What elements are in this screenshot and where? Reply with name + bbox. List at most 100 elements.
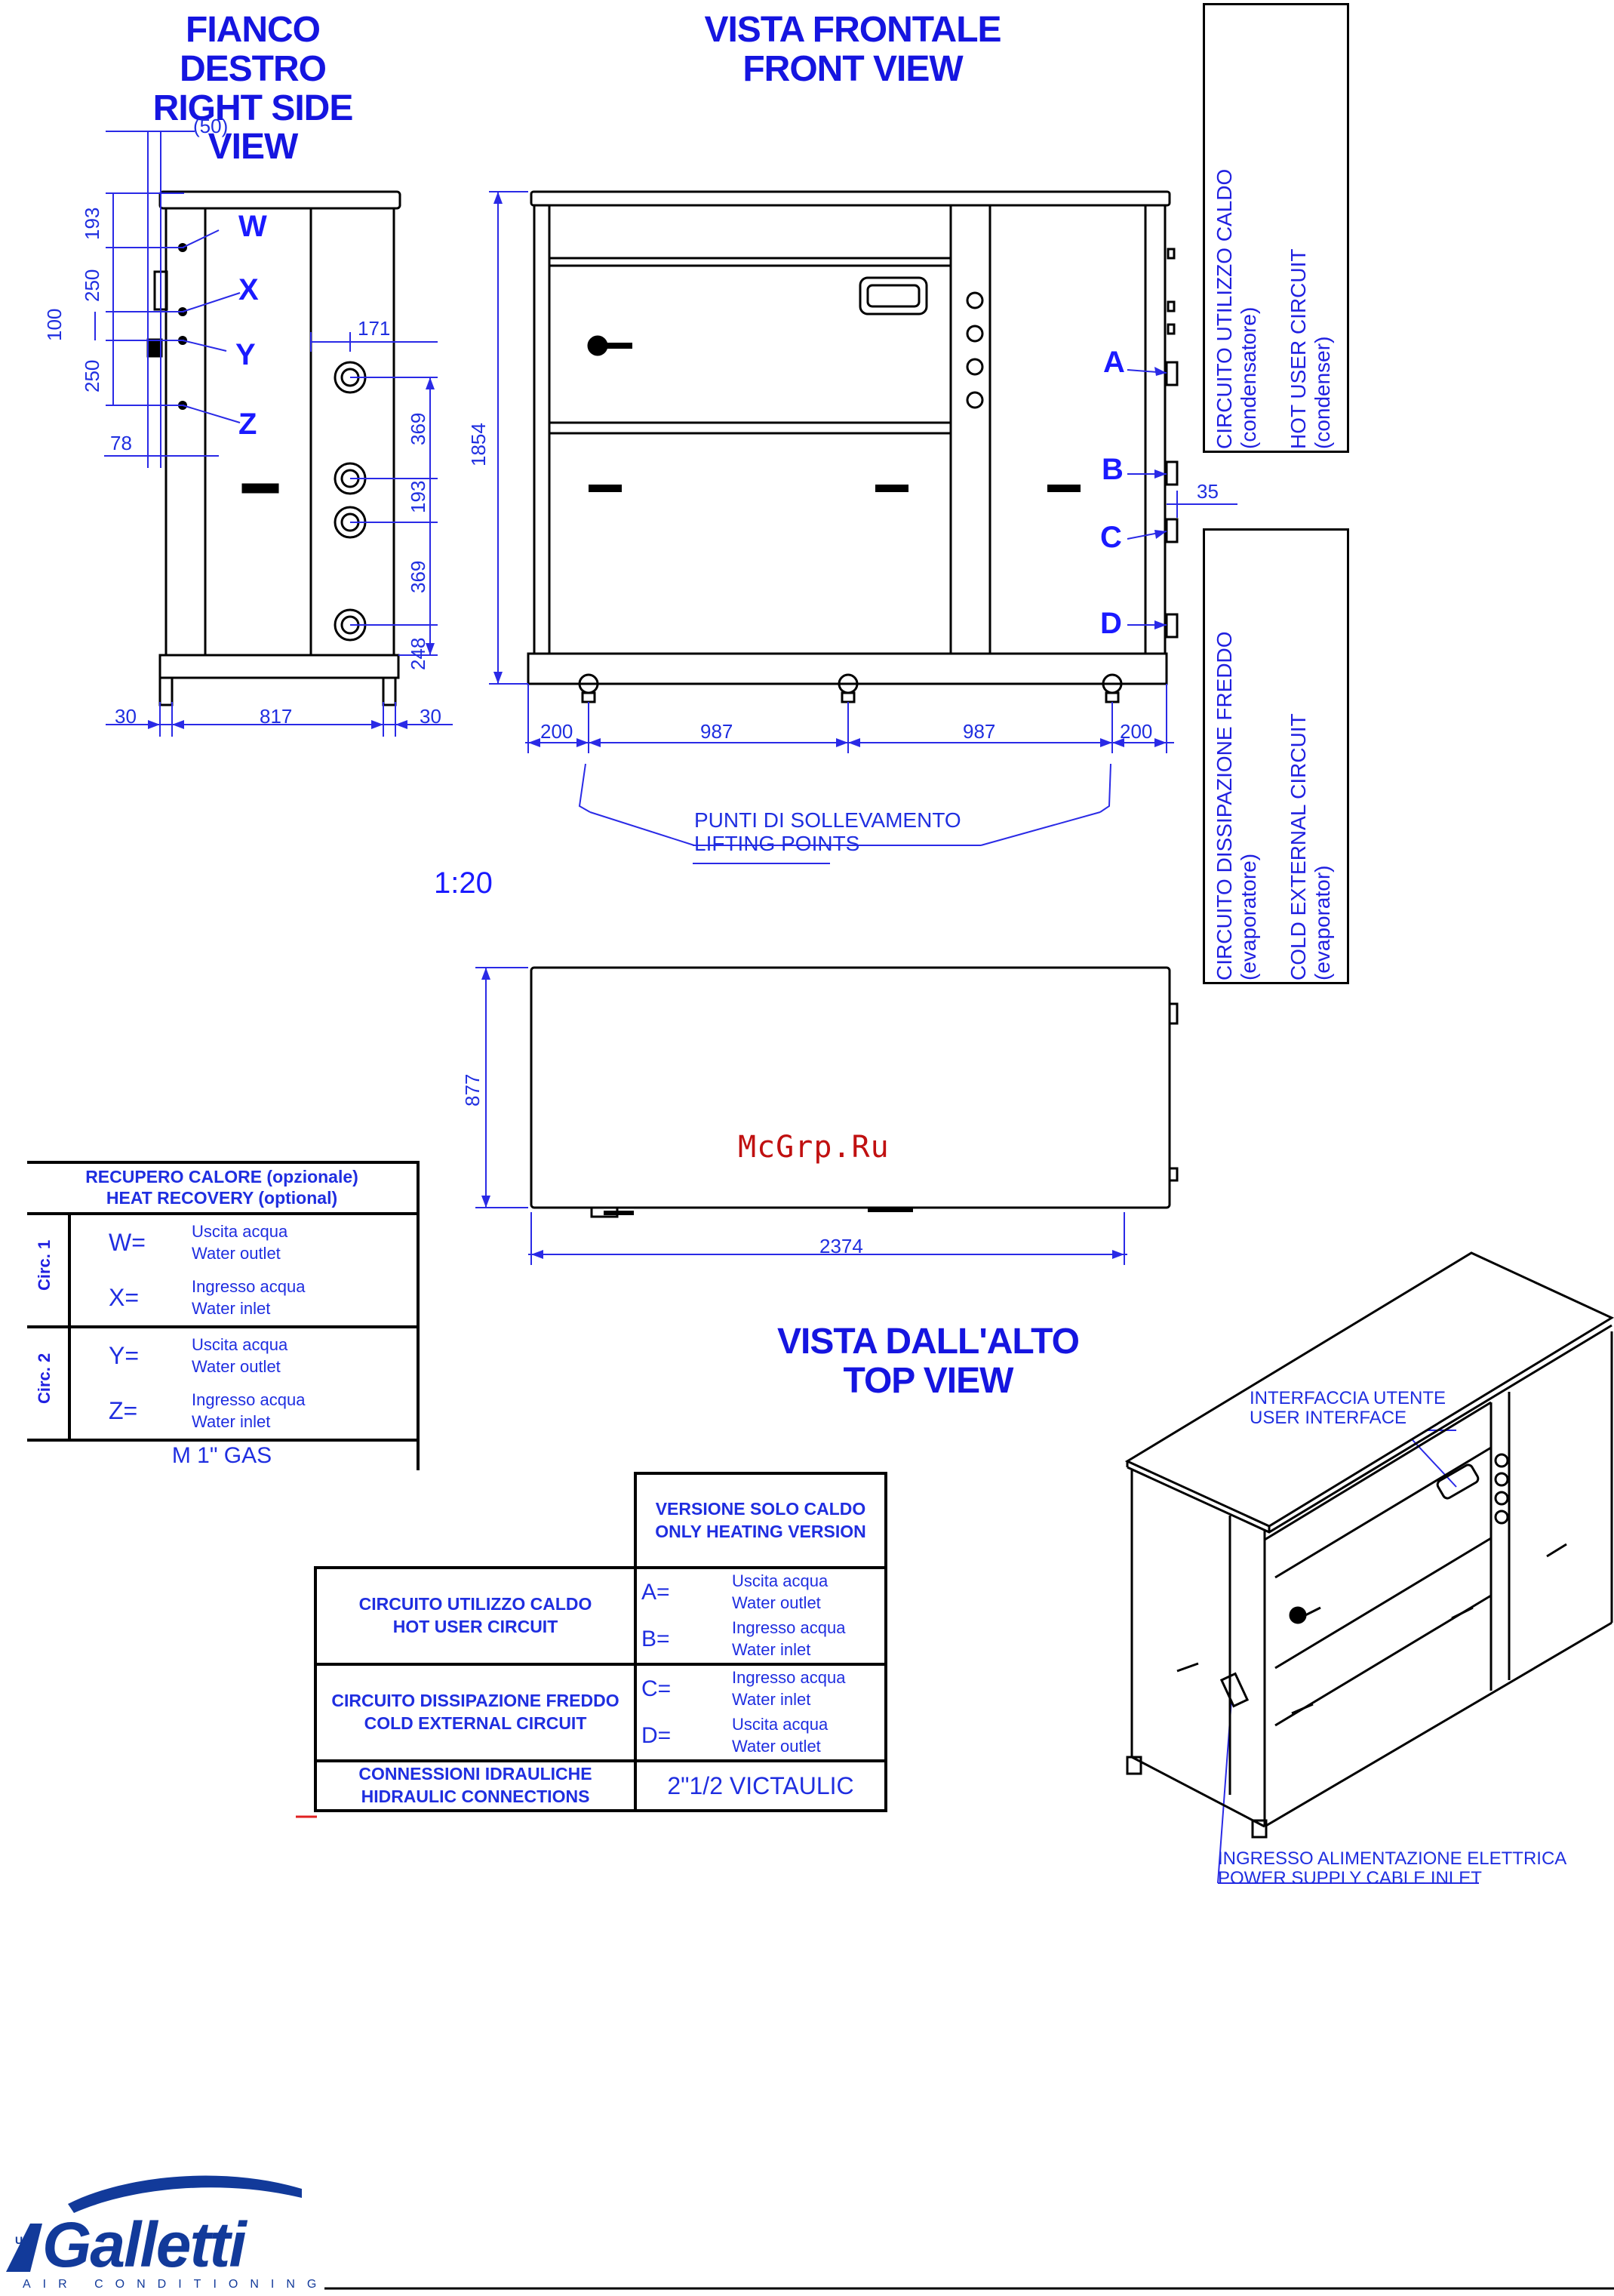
header-it: RECUPERO CALORE (opzionale) bbox=[85, 1167, 358, 1187]
dim-35: 35 bbox=[1197, 480, 1219, 503]
connection-c-label: C bbox=[1100, 521, 1122, 554]
cold-circuit-cell: CIRCUITO DISSIPAZIONE FREDDO COLD EXTERN… bbox=[314, 1663, 637, 1762]
connection-x-label: X bbox=[238, 273, 259, 306]
conn-it: CONNESSIONI IDRAULICHE bbox=[358, 1764, 592, 1784]
code-w: W= bbox=[109, 1229, 146, 1256]
dim-817: 817 bbox=[260, 705, 293, 728]
hot-it: CIRCUITO UTILIZZO CALDO bbox=[358, 1594, 592, 1614]
row-y-desc: Uscita acqua Water outlet bbox=[192, 1325, 420, 1383]
connection-z-label: Z bbox=[238, 408, 257, 441]
code-y: Y= bbox=[69, 1325, 192, 1383]
code-d: D= bbox=[641, 1723, 672, 1748]
row-a-desc: Uscita acqua Water outlet bbox=[732, 1568, 887, 1616]
ui-en: USER INTERFACE bbox=[1250, 1408, 1407, 1429]
code-b: B= bbox=[641, 1627, 670, 1651]
hot-circuit-cell: CIRCUITO UTILIZZO CALDO HOT USER CIRCUIT bbox=[314, 1566, 637, 1666]
cold-en-sub: (evaporator) bbox=[1311, 865, 1335, 980]
desc-it: Ingresso acqua bbox=[732, 1668, 846, 1688]
scale-label: 1:20 bbox=[434, 866, 493, 900]
watermark: McGrp.Ru bbox=[738, 1130, 890, 1165]
dim-50: (50) bbox=[193, 115, 229, 137]
isometric-view bbox=[1124, 1251, 1614, 1839]
title-line-it: FIANCO DESTRO bbox=[179, 10, 327, 89]
top-view-body bbox=[530, 966, 1171, 1209]
desc-it: Uscita acqua bbox=[192, 1221, 288, 1241]
dim-193-middle: 193 bbox=[407, 480, 429, 513]
cold-circuit-text: CIRCUITO DISSIPAZIONE FREDDO (evaporator… bbox=[1213, 631, 1261, 980]
desc-en: Water inlet bbox=[732, 1640, 811, 1659]
hot-en: HOT USER CIRCUIT bbox=[1287, 248, 1310, 450]
cold-it-sub: (evaporatore) bbox=[1237, 853, 1261, 980]
dim-987-right: 987 bbox=[963, 720, 996, 743]
version-header: VERSIONE SOLO CALDO ONLY HEATING VERSION bbox=[634, 1472, 887, 1569]
hot-en-sub: (condenser) bbox=[1311, 336, 1335, 449]
user-interface-display bbox=[859, 276, 928, 315]
logo-name: Galletti bbox=[42, 2209, 247, 2280]
front-roof bbox=[530, 190, 1171, 207]
hot-en: HOT USER CIRCUIT bbox=[392, 1617, 558, 1636]
power-it: INGRESSO ALIMENTAZIONE ELETTRICA bbox=[1218, 1848, 1567, 1869]
conn-en: HIDRAULIC CONNECTIONS bbox=[361, 1787, 590, 1806]
row-c-desc: Ingresso acqua Water inlet bbox=[732, 1663, 887, 1713]
empty-cell bbox=[315, 1473, 637, 1568]
title-line-en: RIGHT SIDE VIEW bbox=[152, 88, 354, 168]
right-side-view-title: FIANCO DESTRO RIGHT SIDE VIEW bbox=[113, 11, 392, 167]
title-line-it: VISTA DALL'ALTO bbox=[777, 1322, 1080, 1362]
cold-circuit-text-en: COLD EXTERNAL CIRCUIT (evaporator) bbox=[1287, 713, 1335, 980]
dim-200-left: 200 bbox=[540, 720, 573, 743]
side-connection-circles bbox=[334, 361, 367, 642]
logo-mark-text: UFR bbox=[15, 2234, 37, 2246]
power-en: POWER SUPPLY CABLE INLET bbox=[1218, 1868, 1482, 1889]
dim-987-left: 987 bbox=[700, 720, 733, 743]
dim-369-top: 369 bbox=[407, 412, 429, 445]
row-x-desc: Ingresso acqua Water inlet bbox=[192, 1270, 420, 1327]
code-c: C= bbox=[635, 1663, 732, 1713]
front-body bbox=[533, 204, 1167, 655]
desc-en: Water outlet bbox=[732, 1737, 821, 1756]
cold-circuit-box: CIRCUITO DISSIPAZIONE FREDDO (evaporator… bbox=[1203, 528, 1349, 984]
top-view-title: VISTA DALL'ALTO TOP VIEW bbox=[755, 1322, 1102, 1401]
front-base bbox=[527, 652, 1168, 685]
dim-369-bottom: 369 bbox=[407, 560, 429, 593]
dim-200-right: 200 bbox=[1120, 720, 1153, 743]
version-table: VERSIONE SOLO CALDO ONLY HEATING VERSION… bbox=[314, 1472, 887, 1812]
hot-it-sub: (condensatore) bbox=[1237, 306, 1261, 449]
header-en: HEAT RECOVERY (optional) bbox=[106, 1188, 338, 1208]
ui-it: INTERFACCIA UTENTE bbox=[1250, 1388, 1446, 1408]
code-a: A= bbox=[641, 1580, 670, 1605]
desc-it: Ingresso acqua bbox=[192, 1276, 306, 1296]
dim-877: 877 bbox=[461, 1073, 484, 1106]
header-it: VERSIONE SOLO CALDO bbox=[655, 1498, 866, 1519]
desc-en: Water inlet bbox=[192, 1411, 271, 1431]
power-inlet-label: INGRESSO ALIMENTAZIONE ELETTRICA POWER S… bbox=[1218, 1848, 1567, 1889]
dim-1854: 1854 bbox=[467, 423, 490, 466]
dim-248: 248 bbox=[407, 637, 429, 670]
header-en: ONLY HEATING VERSION bbox=[655, 1521, 866, 1541]
heat-recovery-table: RECUPERO CALORE (opzionale) HEAT RECOVER… bbox=[27, 1161, 420, 1470]
hot-circuit-text-en: HOT USER CIRCUIT (condenser) bbox=[1287, 249, 1335, 450]
logo-swoosh bbox=[68, 2175, 302, 2213]
connection-d-label: D bbox=[1100, 607, 1122, 640]
title-line-en: FRONT VIEW bbox=[742, 48, 963, 89]
dim-250-top: 250 bbox=[81, 269, 103, 302]
side-roof bbox=[158, 190, 401, 210]
title-line-it: VISTA FRONTALE bbox=[704, 10, 1001, 50]
connection-b-label: B bbox=[1102, 453, 1124, 486]
row-b-desc: Ingresso acqua Water inlet bbox=[732, 1616, 887, 1664]
lifting-points-label: PUNTI DI SOLLEVAMENTO LIFTING POINTS bbox=[694, 808, 961, 856]
connection-a-label: A bbox=[1103, 346, 1125, 379]
desc-en: Water inlet bbox=[192, 1298, 271, 1318]
code-z: Z= bbox=[109, 1397, 138, 1424]
cold-it: CIRCUITO DISSIPAZIONE FREDDO bbox=[1213, 631, 1236, 980]
dim-30-left: 30 bbox=[115, 705, 137, 728]
code-x: X= bbox=[109, 1284, 140, 1311]
lifting-en: LIFTING POINTS bbox=[694, 831, 860, 855]
desc-en: Water outlet bbox=[192, 1243, 281, 1263]
dim-2374: 2374 bbox=[819, 1235, 863, 1257]
dim-171: 171 bbox=[358, 317, 391, 340]
cold-en: COLD EXTERNAL CIRCUIT bbox=[1287, 713, 1310, 980]
circ-2-cell: Circ. 2 bbox=[27, 1325, 71, 1442]
desc-it: Uscita acqua bbox=[732, 1715, 829, 1734]
desc-en: Water outlet bbox=[192, 1356, 281, 1376]
